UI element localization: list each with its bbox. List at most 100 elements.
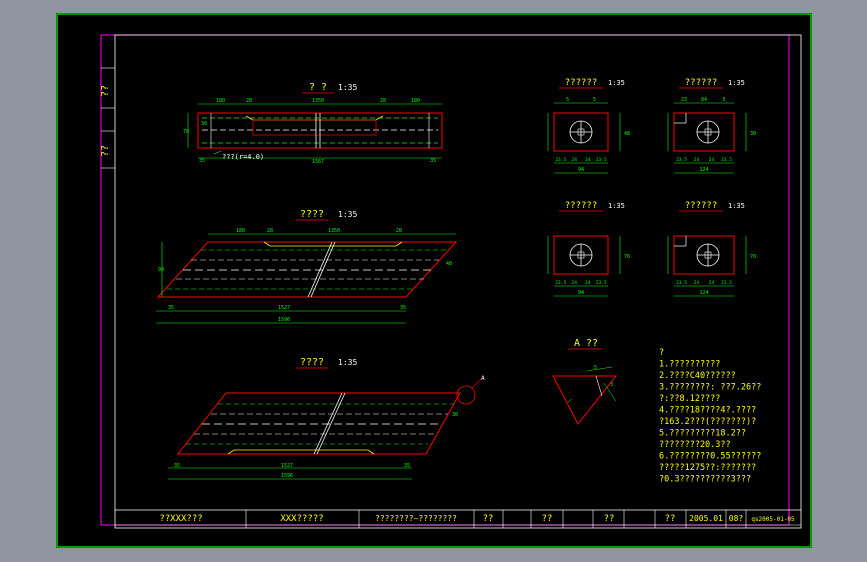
iso2-dim-bottom-1: 35 (174, 463, 180, 469)
section-dim: 23.5 (596, 157, 607, 163)
note-line: ? (659, 348, 664, 358)
plan-dim-left: 70 (183, 129, 189, 135)
plan-dim-top-1: 180 (216, 98, 225, 104)
section-views: ?????? 1:35 23.5 24 24 23.5 94 48 5 5?????? 1:35 23… (547, 78, 756, 297)
section-dim: 24 (709, 280, 715, 286)
tb-date: 2005.01 (689, 514, 723, 523)
section-dim: 24 (694, 157, 700, 163)
detail-a: A ?? 5 3 (552, 338, 618, 425)
plan-note: ???(r=4.0) (222, 153, 264, 161)
section-outline (673, 112, 735, 152)
note-line: 3.????????: ??7.26?? (659, 383, 761, 393)
note-line: ?:??8.12???? (659, 394, 720, 404)
tb-company: ??XXX??? (159, 514, 202, 524)
side-label-1: ?? (100, 85, 111, 97)
section-dim-top: 5 (722, 97, 725, 103)
note-line: ?0.3??????????3??? (659, 475, 751, 485)
iso1-dim-top-1: 180 (236, 228, 245, 234)
section-total: 94 (578, 167, 584, 173)
tb-cell-3: ?? (604, 514, 615, 524)
section-scale: 1:35 (728, 202, 745, 210)
iso1-dim-top-4: 28 (396, 228, 402, 234)
plan-scale: 1:35 (338, 83, 357, 92)
iso2-dim-bottom-2: 1527 (281, 463, 293, 469)
iso1-dim-left: 90 (158, 267, 164, 273)
tb-cell-2: ?? (542, 514, 553, 524)
notes-block: ?1.??????????2.????C40??????3.????????: … (659, 348, 761, 485)
section-side: 48 (624, 131, 630, 137)
iso1-dim-top-2: 28 (267, 228, 273, 234)
section-dim-top: 23 (681, 97, 687, 103)
plan-title: ? ? (309, 82, 327, 93)
section-dim-top: 5 (566, 97, 569, 103)
section-side: 70 (624, 254, 630, 260)
plan-view: ? ? 1:35 180 28 1350 (183, 82, 443, 165)
note-line: ?163.2???(???????)? (659, 417, 756, 427)
tb-cell-4: ?? (665, 514, 676, 524)
section-dim: 24 (572, 157, 578, 163)
section-title: ?????? (685, 201, 718, 211)
section-dim: 23.5 (676, 157, 687, 163)
section-dim: 23.5 (596, 280, 607, 286)
iso2-callout: A (481, 375, 485, 382)
section-dim: 24 (585, 280, 591, 286)
outer-border (56, 13, 812, 548)
section-title: ?????? (565, 201, 598, 211)
iso2-title: ???? (300, 357, 324, 368)
note-line: 4.????18????4?.???? (659, 406, 756, 416)
section-dim: 24 (709, 157, 715, 163)
section-title: ?????? (685, 78, 718, 88)
tb-drawing-no: qs2005-01-05 (751, 516, 795, 523)
plan-dim-top-4: 28 (380, 98, 386, 104)
section-scale: 1:35 (608, 202, 625, 210)
section-outline (553, 235, 609, 275)
iso1-scale: 1:35 (338, 210, 357, 219)
plan-dim-bottom-1: 35 (199, 158, 205, 164)
section-side: 70 (750, 254, 756, 260)
section-scale: 1:35 (608, 79, 625, 87)
iso-view-2: ???? 1:35 A 30 (168, 357, 485, 480)
section-dim: 24 (585, 157, 591, 163)
section-side: 30 (750, 131, 756, 137)
section-dim: 24 (572, 280, 578, 286)
iso2-total: 1596 (281, 473, 293, 479)
section-title: ?????? (565, 78, 598, 88)
iso-view-1: ???? 1:35 180 28 1350 28 (156, 209, 458, 324)
note-line: 5.?????????18.2?? (659, 429, 746, 439)
iso2-scale: 1:35 (338, 358, 357, 367)
side-label-2: ?? (100, 145, 111, 157)
detail-dim-1: 5 (594, 365, 597, 371)
title-block: ??XXX??? XXX????? ????????—???????? ?? ?… (115, 509, 801, 528)
iso1-dim-bottom-3: 35 (400, 305, 406, 311)
side-strip: ?? ?? (100, 67, 115, 169)
section-scale: 1:35 (728, 79, 745, 87)
note-line: 6.????????0.55?????? (659, 452, 761, 462)
plan-dim-bottom-2: 1567 (312, 159, 324, 165)
iso1-dim-top-3: 1350 (328, 228, 340, 234)
section-outline (553, 112, 609, 152)
section-dim: 23.5 (555, 280, 566, 286)
plan-dim-top-2: 28 (246, 98, 252, 104)
tb-drawing-name: ????????—???????? (375, 514, 457, 523)
plan-dim-bottom-3: 35 (430, 158, 436, 164)
section-dim: 23.5 (555, 157, 566, 163)
section-dim: 23.5 (721, 157, 732, 163)
section-outline (673, 235, 735, 275)
iso1-dim-bottom-2: 1527 (278, 305, 290, 311)
section-dim: 23.5 (721, 280, 732, 286)
detail-dim-2: 3 (610, 382, 613, 388)
cad-drawing: ?? ?? ? ? 1:35 (56, 13, 812, 548)
tb-project: XXX????? (280, 514, 323, 524)
tb-month: 08? (729, 514, 744, 523)
plan-dim-inner: 30 (201, 121, 207, 127)
iso1-dim-right: 48 (446, 261, 452, 267)
tb-cell-1: ?? (483, 514, 494, 524)
iso2-dim-right: 30 (452, 412, 458, 418)
section-dim: 24 (694, 280, 700, 286)
